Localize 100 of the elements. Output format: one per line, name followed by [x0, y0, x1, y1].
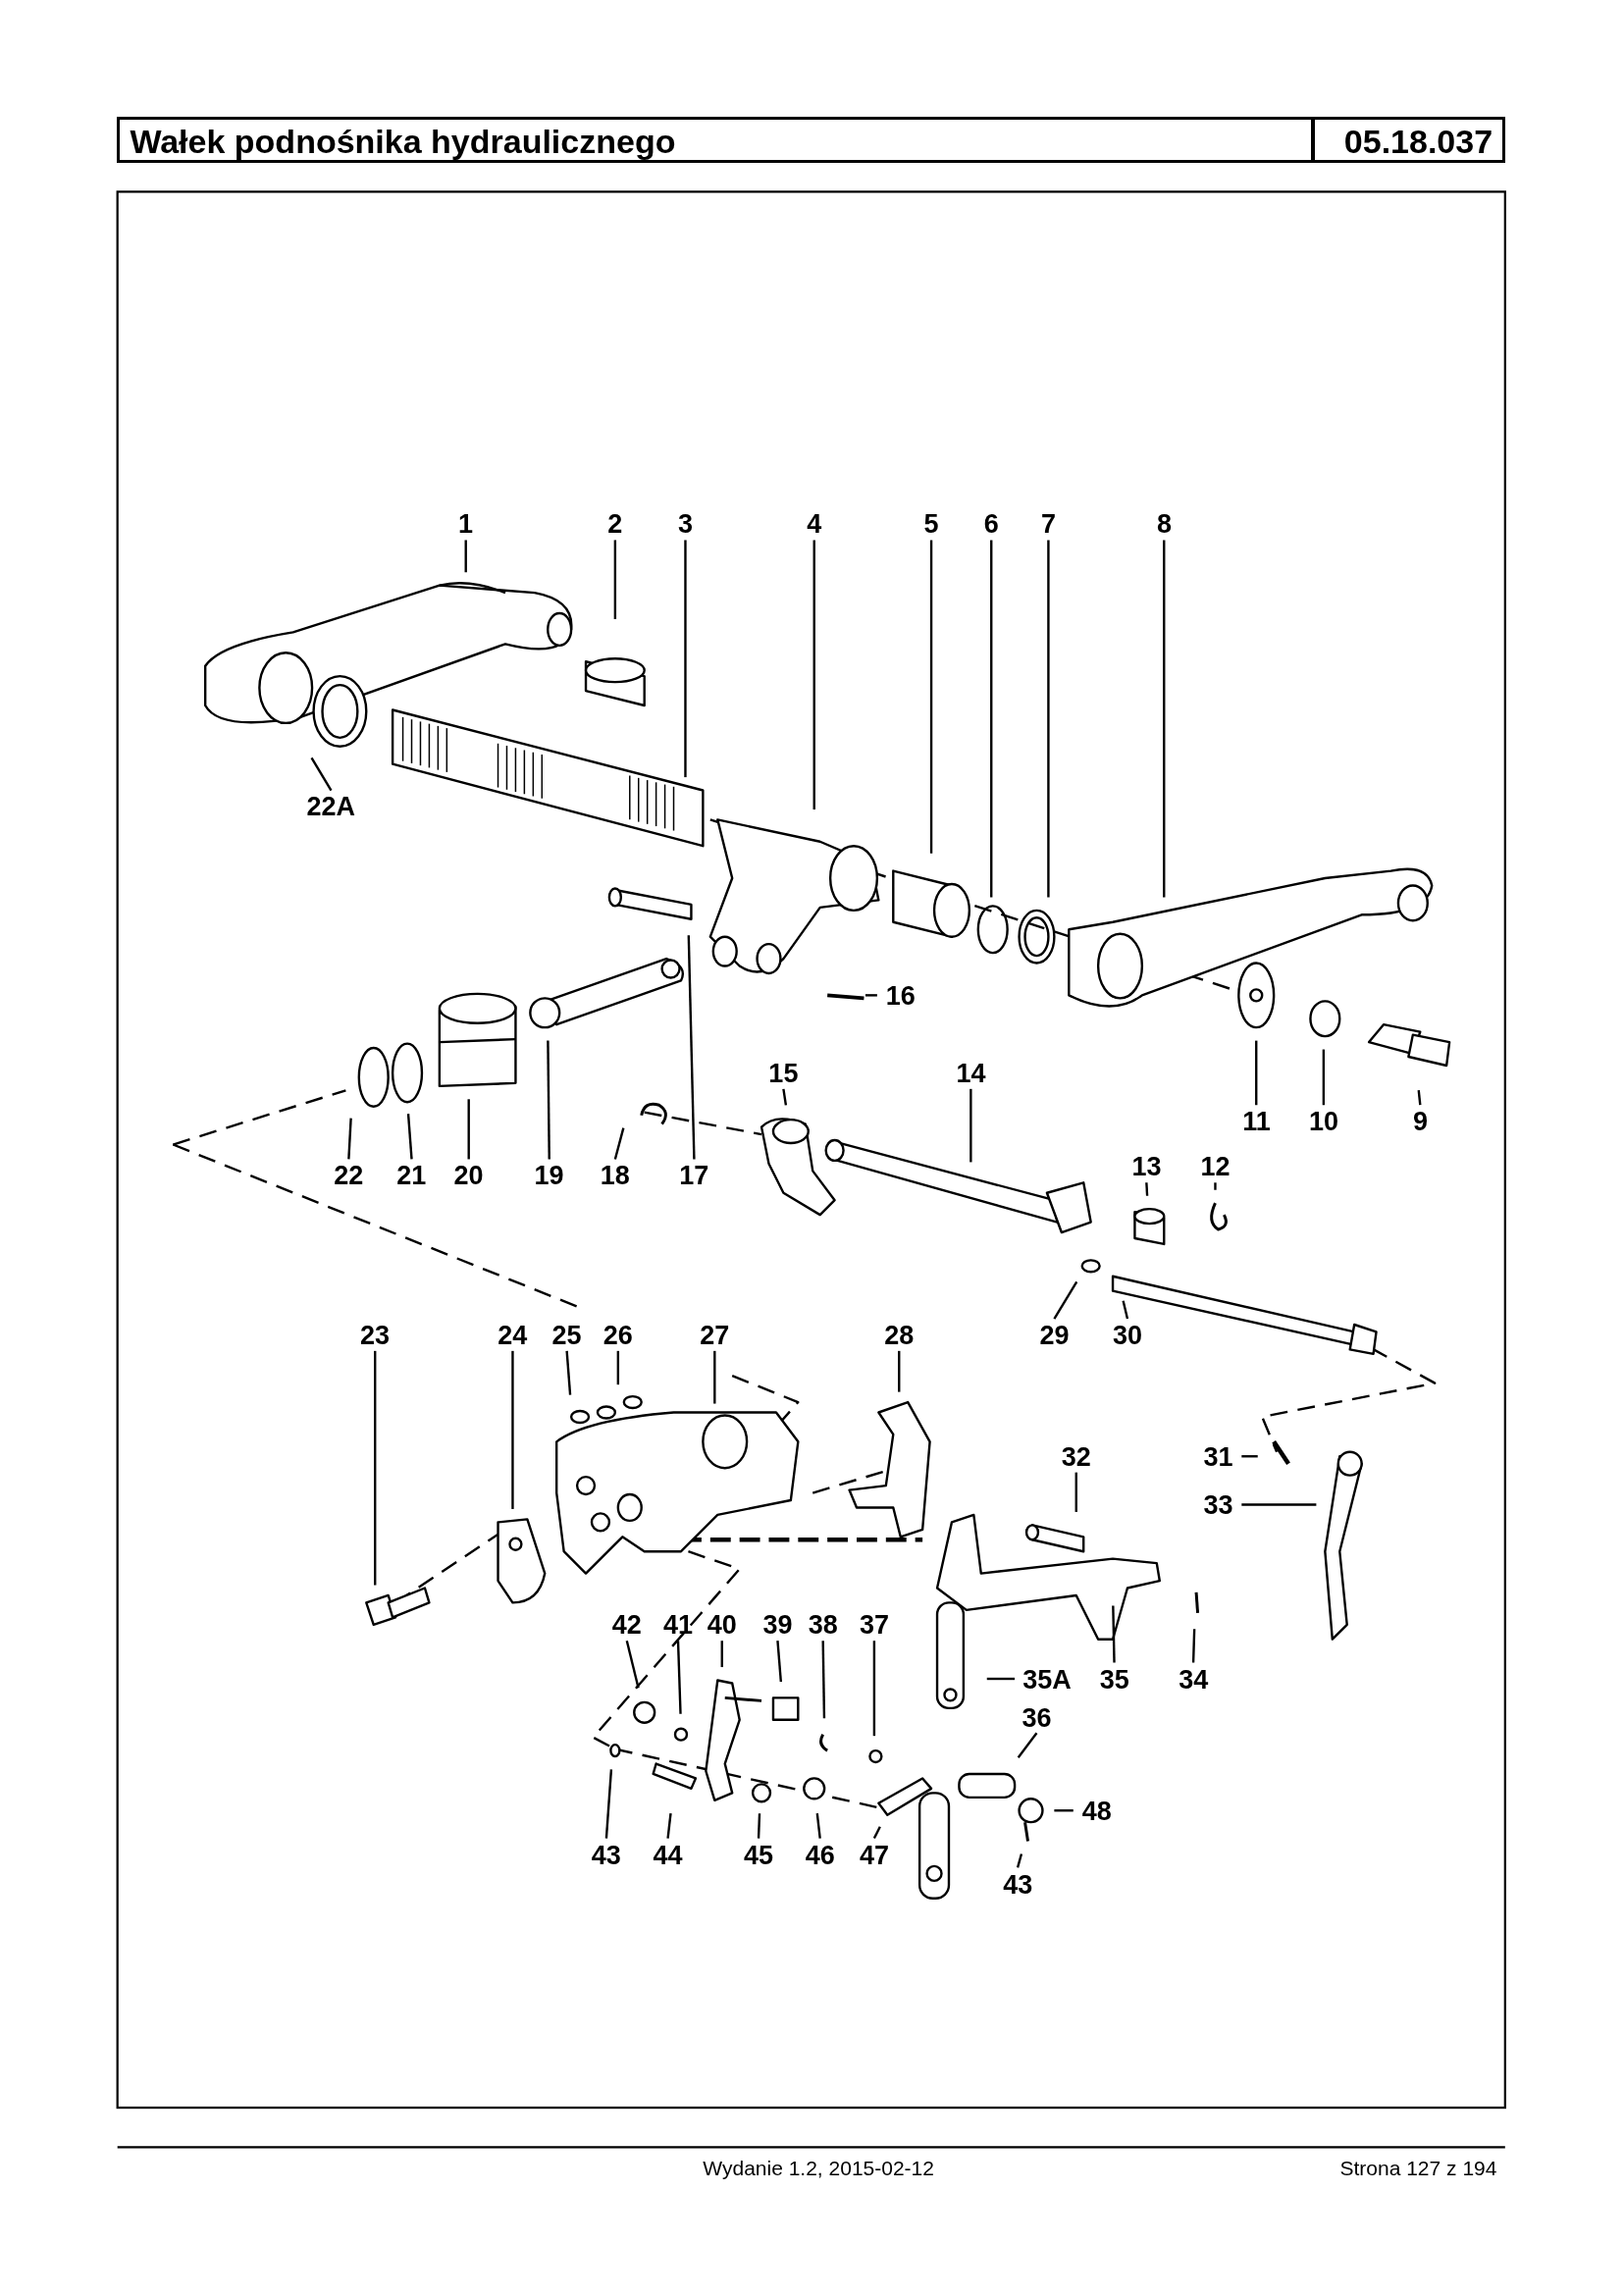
leader-line — [872, 1826, 881, 1840]
callout-number: 5 — [923, 509, 939, 540]
leader-line — [374, 1350, 377, 1586]
leader-line — [1214, 1182, 1217, 1190]
leader-line — [666, 1813, 672, 1839]
callout-number: 4 — [807, 509, 822, 540]
leader-line — [625, 1640, 640, 1689]
page-title: Wałek podnośnika hydraulicznego — [117, 117, 1316, 163]
callout-number: 41 — [662, 1610, 693, 1641]
callout-number: 9 — [1413, 1107, 1429, 1137]
leader-line — [613, 1127, 625, 1160]
callout-number: 35 — [1099, 1664, 1129, 1695]
leader-line — [1054, 1809, 1074, 1812]
leader-line — [969, 1088, 972, 1163]
callout-number: 43 — [1003, 1869, 1033, 1900]
leader-line — [720, 1641, 723, 1668]
callout-number: 46 — [805, 1840, 835, 1870]
leader-line — [1322, 1049, 1326, 1106]
leader-line — [821, 1641, 826, 1719]
leader-line — [864, 994, 877, 997]
callout-number: 17 — [679, 1161, 709, 1191]
leader-line — [1191, 1629, 1196, 1663]
leader-line — [1255, 1040, 1258, 1106]
leader-line — [604, 1769, 613, 1839]
callout-number: 44 — [653, 1840, 683, 1870]
callout-number: 43 — [591, 1840, 621, 1870]
callout-number: 30 — [1113, 1321, 1143, 1350]
leader-line — [676, 1641, 682, 1714]
callout-number: 21 — [396, 1161, 427, 1191]
callout-number: 37 — [859, 1610, 889, 1641]
leader-line — [986, 1677, 1016, 1681]
callout-number: 3 — [677, 509, 693, 540]
leader-line — [1053, 1280, 1078, 1320]
leader-line — [776, 1641, 783, 1683]
leader-line — [713, 1350, 716, 1404]
callout-number: 14 — [956, 1058, 986, 1088]
callout-number: 8 — [1156, 509, 1172, 540]
callout-number: 18 — [600, 1161, 630, 1191]
leader-line — [464, 540, 467, 573]
leader-line — [1145, 1182, 1149, 1196]
leader-line — [1017, 1732, 1038, 1758]
callout-number: 45 — [744, 1840, 774, 1870]
leader-line — [565, 1350, 572, 1395]
callout-number: 32 — [1061, 1441, 1091, 1472]
leader-line — [929, 540, 933, 854]
callout-number: 13 — [1131, 1152, 1162, 1182]
leader-line — [1047, 540, 1050, 898]
callout-number: 31 — [1203, 1441, 1233, 1472]
leader-line — [757, 1813, 761, 1839]
callout-number: 48 — [1081, 1797, 1112, 1826]
leader-line — [815, 1813, 821, 1839]
section-number: 05.18.037 — [1310, 117, 1506, 163]
leader-line — [1016, 1853, 1023, 1868]
callout-number: 12 — [1200, 1152, 1231, 1182]
callout-number: 16 — [885, 980, 916, 1011]
leader-line — [812, 540, 815, 809]
callout-number: 38 — [808, 1610, 838, 1641]
callout-number: 22A — [306, 792, 356, 822]
callout-number: 34 — [1179, 1664, 1209, 1695]
callout-number: 24 — [498, 1321, 528, 1350]
leader-line — [310, 756, 333, 792]
callout-number: 6 — [983, 509, 999, 540]
callout-number: 20 — [453, 1161, 484, 1191]
leader-line — [872, 1641, 876, 1737]
leader-line — [990, 540, 993, 898]
callout-number: 28 — [884, 1321, 915, 1350]
callout-number: 23 — [360, 1321, 391, 1350]
leader-line — [1112, 1605, 1116, 1663]
callout-number: 29 — [1039, 1321, 1070, 1350]
callout-number: 19 — [534, 1161, 564, 1191]
callout-number: 11 — [1242, 1107, 1271, 1137]
edition-date: Wydanie 1.2, 2015-02-12 — [703, 2157, 934, 2181]
leader-line — [684, 540, 687, 778]
leader-line — [1241, 1503, 1317, 1506]
leader-line — [782, 1088, 788, 1106]
leader-line — [898, 1350, 901, 1392]
callout-number: 27 — [700, 1321, 730, 1350]
callout-number: 22 — [334, 1161, 364, 1191]
leader-line — [406, 1114, 413, 1160]
leader-line — [616, 1350, 620, 1385]
leader-line — [347, 1118, 352, 1160]
callout-number: 25 — [551, 1321, 582, 1350]
callout-number: 7 — [1041, 509, 1056, 540]
leader-line — [1122, 1300, 1129, 1320]
leader-line — [1163, 540, 1166, 898]
page-number: Strona 127 z 194 — [1339, 2157, 1497, 2181]
callout-number: 26 — [602, 1321, 633, 1350]
callout-number: 35A — [1022, 1664, 1072, 1695]
callout-number: 15 — [768, 1058, 799, 1088]
callout-number: 1 — [458, 509, 474, 540]
callout-number: 2 — [607, 509, 623, 540]
leader-line — [1241, 1455, 1258, 1458]
callout-number: 40 — [707, 1610, 737, 1641]
callout-number: 10 — [1309, 1107, 1339, 1137]
leader-line — [687, 935, 696, 1160]
callout-number: 39 — [762, 1610, 793, 1641]
callout-number: 42 — [611, 1610, 642, 1641]
callout-number: 36 — [1022, 1702, 1052, 1733]
leader-line — [467, 1099, 470, 1160]
leader-line — [511, 1350, 514, 1509]
